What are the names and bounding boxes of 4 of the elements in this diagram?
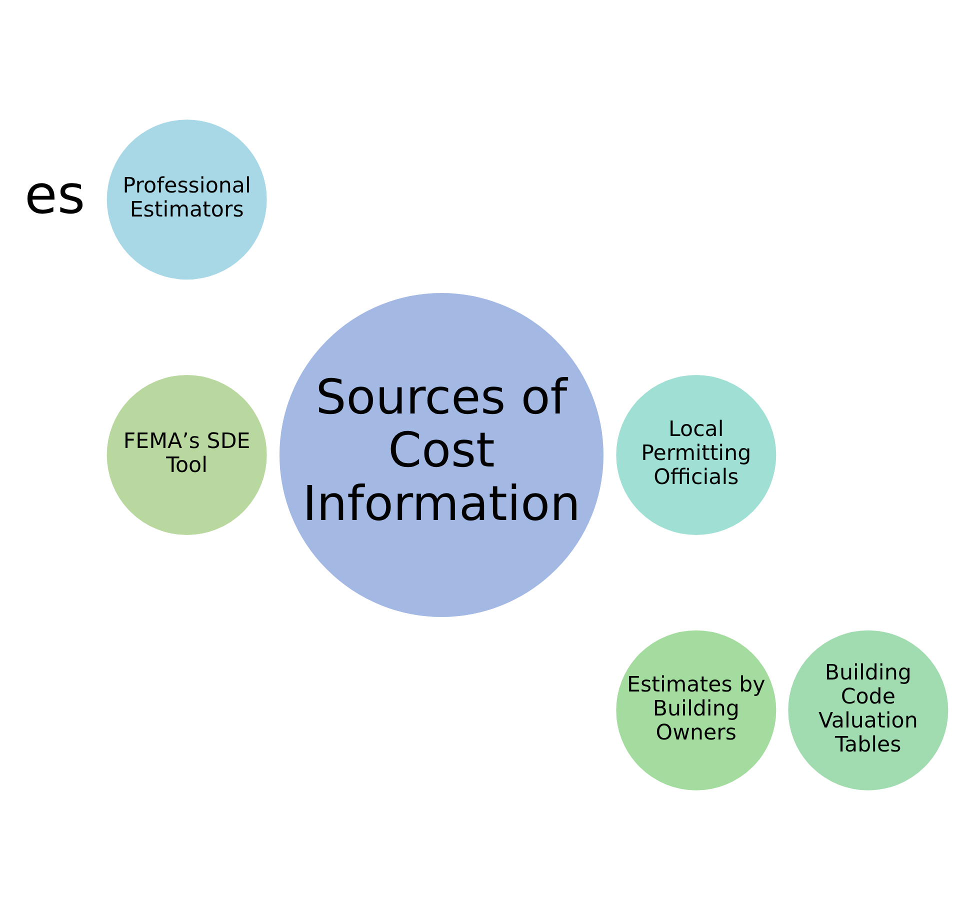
label: es: [24, 162, 86, 226]
node-circle: Professional Estimators: [104, 116, 270, 282]
node-circle: Estimates by Building Owners: [614, 627, 779, 792]
node-circle: Building Code Valuation Tables: [786, 627, 951, 792]
